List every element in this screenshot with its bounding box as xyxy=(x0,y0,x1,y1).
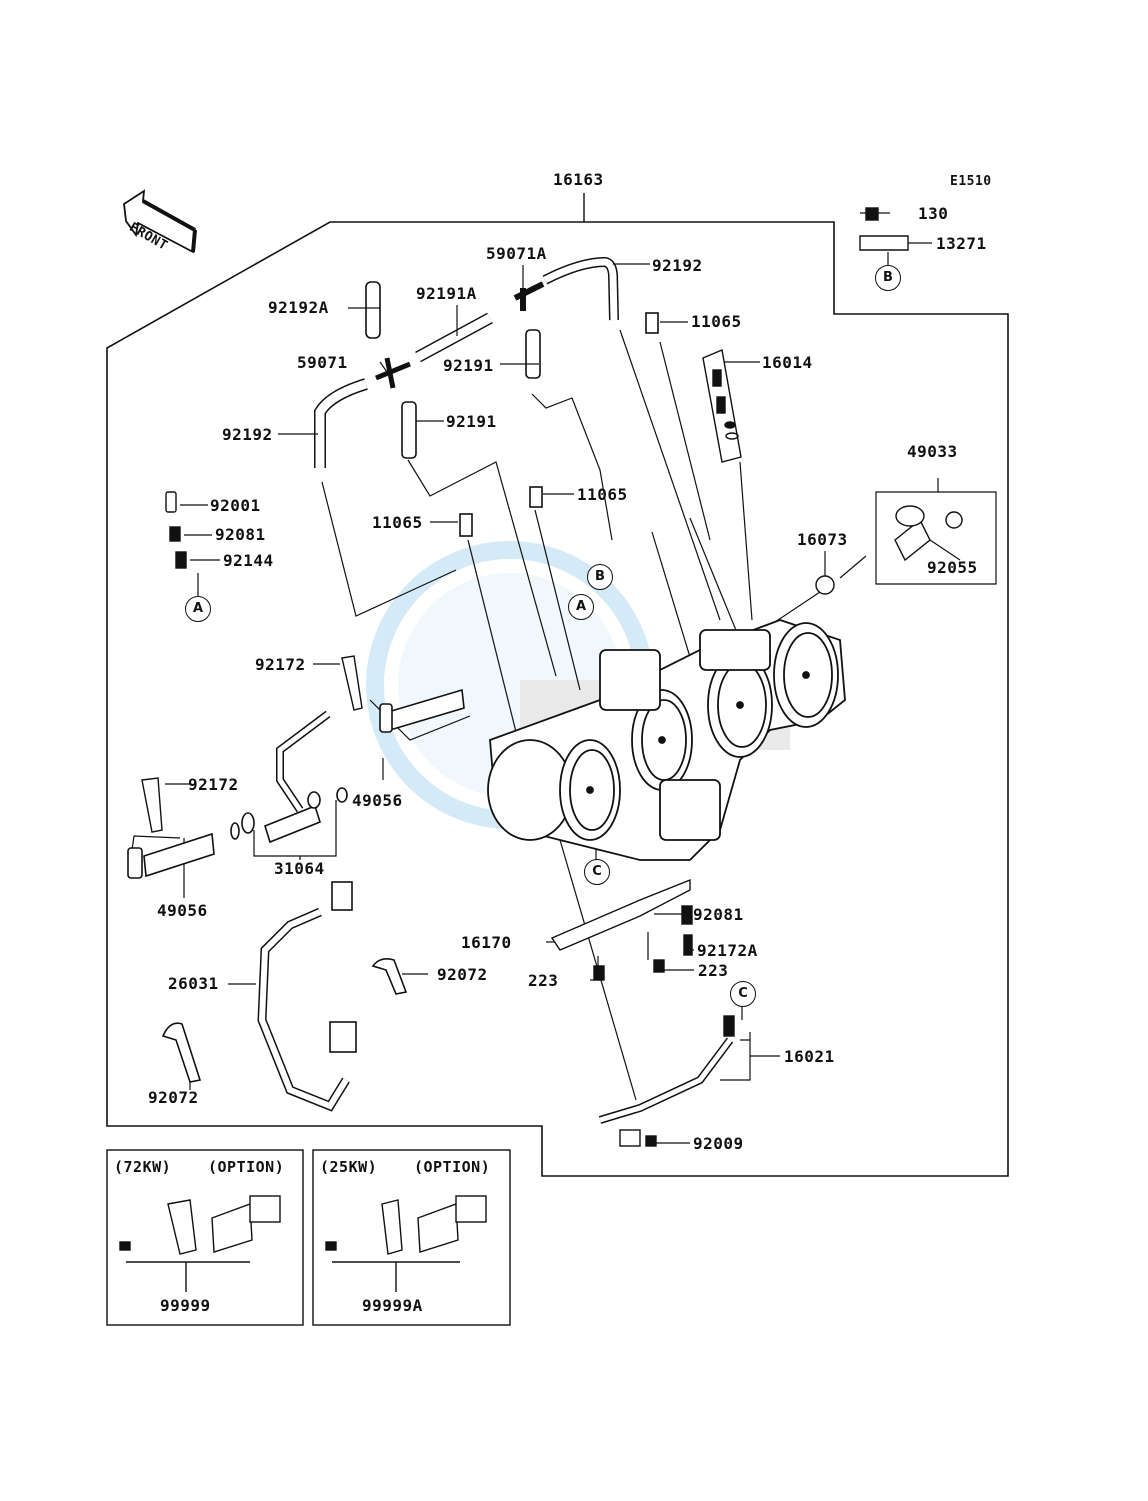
part-16014 xyxy=(702,349,742,463)
part-label-92192-left: 92192 xyxy=(222,425,273,444)
part-label-92072-b: 92072 xyxy=(148,1088,199,1107)
option-72kw-part: 99999 xyxy=(160,1296,211,1315)
part-label-92172-a: 92172 xyxy=(255,655,306,674)
part-label-11065-a: 11065 xyxy=(691,312,742,331)
part-label-92055: 92055 xyxy=(927,558,978,577)
part-label-59071: 59071 xyxy=(297,353,348,372)
fuel-rails xyxy=(127,688,465,879)
part-label-49033: 49033 xyxy=(907,442,958,461)
part-label-31064: 31064 xyxy=(274,859,325,878)
part-label-26031: 26031 xyxy=(168,974,219,993)
leader-lines xyxy=(129,212,997,1144)
part-label-59071A: 59071A xyxy=(486,244,547,263)
part-label-11065-c: 11065 xyxy=(372,513,423,532)
hose-group xyxy=(314,256,659,537)
part-label-92191A: 92191A xyxy=(416,284,477,303)
part-label-92172A: 92172A xyxy=(697,941,758,960)
option-25kw-option: (OPTION) xyxy=(414,1158,491,1176)
part-label-130: 130 xyxy=(918,204,949,223)
part-label-92192-top: 92192 xyxy=(652,256,703,275)
option-72kw-option: (OPTION) xyxy=(208,1158,285,1176)
part-label-223-b: 223 xyxy=(528,971,559,990)
part-label-16021: 16021 xyxy=(784,1047,835,1066)
part-label-92072-a: 92072 xyxy=(437,965,488,984)
diagram-code: E1510 xyxy=(950,174,992,189)
ref-circle-c-mid: C xyxy=(584,859,610,885)
part-label-92191-b: 92191 xyxy=(446,412,497,431)
part-label-92192A: 92192A xyxy=(268,298,329,317)
part-label-92172-b: 92172 xyxy=(188,775,239,794)
part-label-49056-b: 49056 xyxy=(157,901,208,920)
part-label-92081-right: 92081 xyxy=(693,905,744,924)
option-box-72kw xyxy=(106,1149,304,1326)
part-label-11065-b: 11065 xyxy=(577,485,628,504)
option-25kw-power: (25KW) xyxy=(320,1158,378,1176)
part-label-223-a: 223 xyxy=(698,961,729,980)
part-label-49056-a: 49056 xyxy=(352,791,403,810)
ref-circle-b-top: B xyxy=(875,265,901,291)
harness-26031 xyxy=(161,881,408,1112)
ref-circle-b-mid: B xyxy=(587,564,613,590)
part-label-16014: 16014 xyxy=(762,353,813,372)
part-label-13271: 13271 xyxy=(936,234,987,253)
front-arrow-icon xyxy=(123,189,197,254)
option-25kw-part: 99999A xyxy=(362,1296,423,1315)
part-label-92144: 92144 xyxy=(223,551,274,570)
part-label-92009: 92009 xyxy=(693,1134,744,1153)
part-label-92001: 92001 xyxy=(210,496,261,515)
part-label-92191-a: 92191 xyxy=(443,356,494,375)
option-72kw-power: (72KW) xyxy=(114,1158,172,1176)
ref-circle-a-mid: A xyxy=(568,594,594,620)
part-label-16170: 16170 xyxy=(461,933,512,952)
part-label-92081-left: 92081 xyxy=(215,525,266,544)
option-box-25kw xyxy=(312,1149,511,1326)
assembly-outline xyxy=(106,221,1009,1177)
ref-circle-a-left: A xyxy=(185,596,211,622)
part-label-16073: 16073 xyxy=(797,530,848,549)
ref-circle-c-right: C xyxy=(730,981,756,1007)
part-label-16163: 16163 xyxy=(553,170,604,189)
throttle-body-assembly xyxy=(487,619,846,861)
hardware xyxy=(141,207,963,1147)
